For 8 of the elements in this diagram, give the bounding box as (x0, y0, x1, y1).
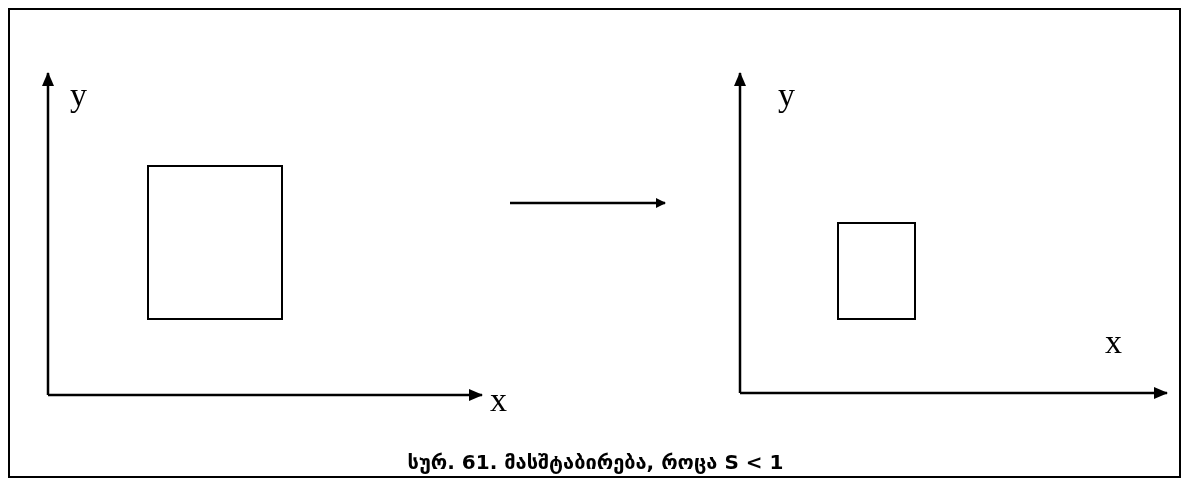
axis-label: x (490, 383, 507, 417)
arrow (510, 198, 666, 208)
axis-label: y (70, 78, 87, 112)
axis-label: y (778, 78, 795, 112)
figure-caption: სურ. 61. მასშტაბირება, როცა S < 1 (406, 450, 785, 474)
rectangle (147, 165, 283, 320)
rectangle (837, 222, 916, 320)
axis-label: x (1105, 325, 1122, 359)
